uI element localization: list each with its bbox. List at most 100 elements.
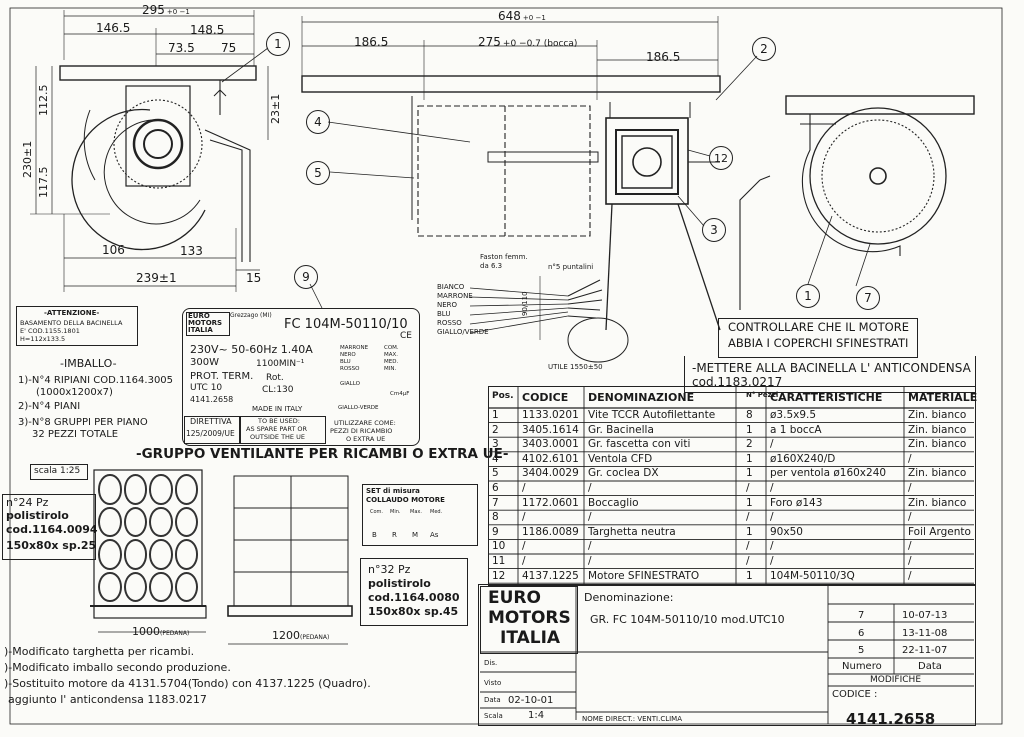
bom-cell: / xyxy=(908,511,912,524)
imballo-title: -IMBALLO- xyxy=(60,357,117,370)
bom-cell: ø160X240/D xyxy=(770,452,836,465)
set-misura-letter: M xyxy=(412,531,419,539)
bom-cell: Zin. bianco xyxy=(908,409,967,421)
bom-cell: / xyxy=(588,555,592,567)
bom-cell: / xyxy=(908,452,912,465)
set-misura-letter: R xyxy=(392,531,397,539)
bom-cell: Targhetta neutra xyxy=(588,525,676,538)
callout-3: 3 xyxy=(702,218,726,242)
sheet-frame xyxy=(9,7,1003,725)
tb-rev-num: 5 xyxy=(858,645,865,656)
bom-cell: 90x50 xyxy=(770,525,803,538)
plate-cl: CL:130 xyxy=(262,385,294,395)
callout-4: 4 xyxy=(306,110,330,134)
plate-directive: 125/2009/UE xyxy=(186,429,235,438)
bom-cell: 11 xyxy=(492,555,506,567)
bom-cell: Zin. bianco xyxy=(908,438,967,451)
mettere-line: cod.1183.0217 xyxy=(692,375,783,389)
bom-header-cell: N° Pezzi xyxy=(746,391,779,399)
fan-unit xyxy=(149,506,173,537)
dim-112-5: 112.5 xyxy=(37,84,50,117)
attenzione-title: -ATTENZIONE- xyxy=(44,309,100,317)
imballo-line: 2)-N°4 PIANI xyxy=(18,401,81,412)
mod-note: )-Modificato imballo secondo produzione. xyxy=(4,661,231,674)
bom-cell: 1133.0201 xyxy=(522,409,579,421)
center-view-side xyxy=(301,16,721,331)
plate-line2: 300W xyxy=(190,357,219,368)
fan-unit xyxy=(98,539,122,570)
set-misura-col: Med. xyxy=(430,509,443,515)
plate-utc: UTC 10 xyxy=(190,383,223,393)
plate-wire-color: BLU xyxy=(340,359,351,365)
bom-cell: / xyxy=(588,511,592,524)
bom-cell: 3405.1614 xyxy=(522,423,579,436)
scala-label: scala 1:25 xyxy=(34,466,81,476)
dim-117-5: 117.5 xyxy=(37,166,50,199)
bom-cell: Motore SFINESTRATO xyxy=(588,569,700,582)
right-view-blower xyxy=(739,95,975,310)
plate-directive-box xyxy=(184,416,240,444)
bom-cell: Gr. coclea DX xyxy=(588,467,659,480)
faston-label: Faston femm. xyxy=(480,253,528,261)
bom-cell: / xyxy=(522,555,526,567)
plate-model: FC 104M-50110/10 xyxy=(284,317,408,332)
fan-unit xyxy=(123,571,147,602)
fan-unit xyxy=(174,506,198,537)
bom-cell: 8 xyxy=(746,409,753,421)
tb-numero: Numero xyxy=(842,661,882,672)
bom-cell: Gr. fascetta con viti xyxy=(588,438,691,451)
bom-cell: / xyxy=(522,540,526,553)
controllare-line: ABBIA I COPERCHI SFINESTRATI xyxy=(728,336,909,350)
set-misura-title: COLLAUDO MOTORE xyxy=(366,496,445,504)
imballo-line: 32 PEZZI TOTALE xyxy=(32,429,119,440)
set-misura-title: SET di misura xyxy=(366,487,420,495)
bom-cell: 9 xyxy=(492,525,499,538)
dim-230: 230±1 xyxy=(21,140,34,178)
attenzione-box xyxy=(16,306,138,346)
bom-cell: 2 xyxy=(746,438,753,451)
bom-cell: / xyxy=(746,482,750,494)
tb-logo-box xyxy=(480,586,578,654)
plate-spare-box xyxy=(240,416,326,444)
bom-cell: / xyxy=(908,540,912,553)
bom-cell: Ventola CFD xyxy=(588,452,653,465)
plate-brand: EURO xyxy=(188,312,210,320)
bom-cell: Zin. bianco xyxy=(908,423,967,436)
imballo-line: 3)-N°8 GRUPPI PER PIANO xyxy=(18,417,148,428)
tb-rev-num: 7 xyxy=(858,610,865,621)
plate-giallo-verde: GIALLO-VERDE xyxy=(338,405,379,411)
wire-length: UTILE 1550±50 xyxy=(548,363,603,371)
bom-cell: / xyxy=(770,482,774,494)
dim-73-5: 73.5 xyxy=(168,41,195,55)
fan-unit xyxy=(98,506,122,537)
tb-brand: EURO xyxy=(488,588,541,608)
bom-cell: 1 xyxy=(492,409,499,421)
attenzione-line: BASAMENTO DELLA BACINELLA xyxy=(20,319,123,327)
bom-cell: 1 xyxy=(746,569,753,582)
tb-codice-label: CODICE : xyxy=(832,689,878,700)
pallet-drawing-center xyxy=(227,475,353,645)
wire-name: ROSSO xyxy=(437,319,462,327)
dim-186-5-left: 186.5 xyxy=(354,35,389,49)
tb-dis: Dis. xyxy=(484,659,498,667)
plate-logo-box xyxy=(186,312,230,336)
plate-brand: ITALIA xyxy=(188,326,213,334)
tb-data-col: Data xyxy=(918,661,942,672)
fan-unit xyxy=(149,539,173,570)
pack32-line: n°32 Pz xyxy=(368,563,411,576)
fan-unit xyxy=(174,539,198,570)
bom-cell: Boccaglio xyxy=(588,496,639,509)
dim-186-5-right: 186.5 xyxy=(646,50,681,64)
tb-codice: 4141.2658 xyxy=(846,712,936,724)
plate-wire-color: ROSSO xyxy=(340,366,360,372)
bom-cell: Zin. bianco xyxy=(908,496,967,509)
callout-2: 2 xyxy=(752,37,776,61)
fan-unit xyxy=(174,571,198,602)
bom-header-cell: CODICE xyxy=(522,391,569,404)
bom-cell: / xyxy=(770,438,774,451)
dim-23: 23±1 xyxy=(269,93,282,124)
tb-denom-label: Denominazione: xyxy=(584,591,674,604)
mod-note: )-Sostituito motore da 4131.5704(Tondo) … xyxy=(4,677,371,690)
tb-brand: ITALIA xyxy=(500,628,561,648)
